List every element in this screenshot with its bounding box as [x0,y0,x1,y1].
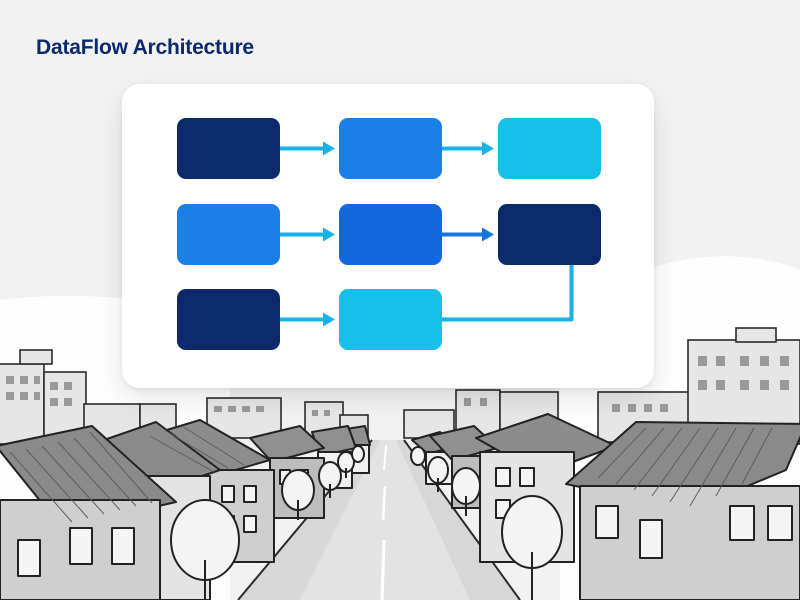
flow-edge-r3c2-r2c3 [442,265,574,322]
flow-node-r1c2 [339,118,442,179]
flow-node-r2c1 [177,204,280,265]
trees [170,445,563,600]
flow-node-r3c2 [339,289,442,350]
flow-edge-r3c1-r3c2 [280,312,335,327]
flow-node-r3c1 [177,289,280,350]
flow-edge-r1c2-r1c3 [442,141,494,156]
page-title: DataFlow Architecture [36,36,254,59]
architecture-diagram-card [122,84,654,388]
flow-edge-r2c2-r2c3 [442,227,494,242]
flow-edge-r2c1-r2c2 [280,227,335,242]
flow-edge-r1c1-r1c2 [280,141,335,156]
dataflow-diagram [177,118,601,350]
flow-node-r1c3 [498,118,601,179]
flow-node-r2c2 [339,204,442,265]
road [237,439,521,600]
flow-node-r1c1 [177,118,280,179]
flow-node-r2c3 [498,204,601,265]
houses-right [411,413,800,600]
